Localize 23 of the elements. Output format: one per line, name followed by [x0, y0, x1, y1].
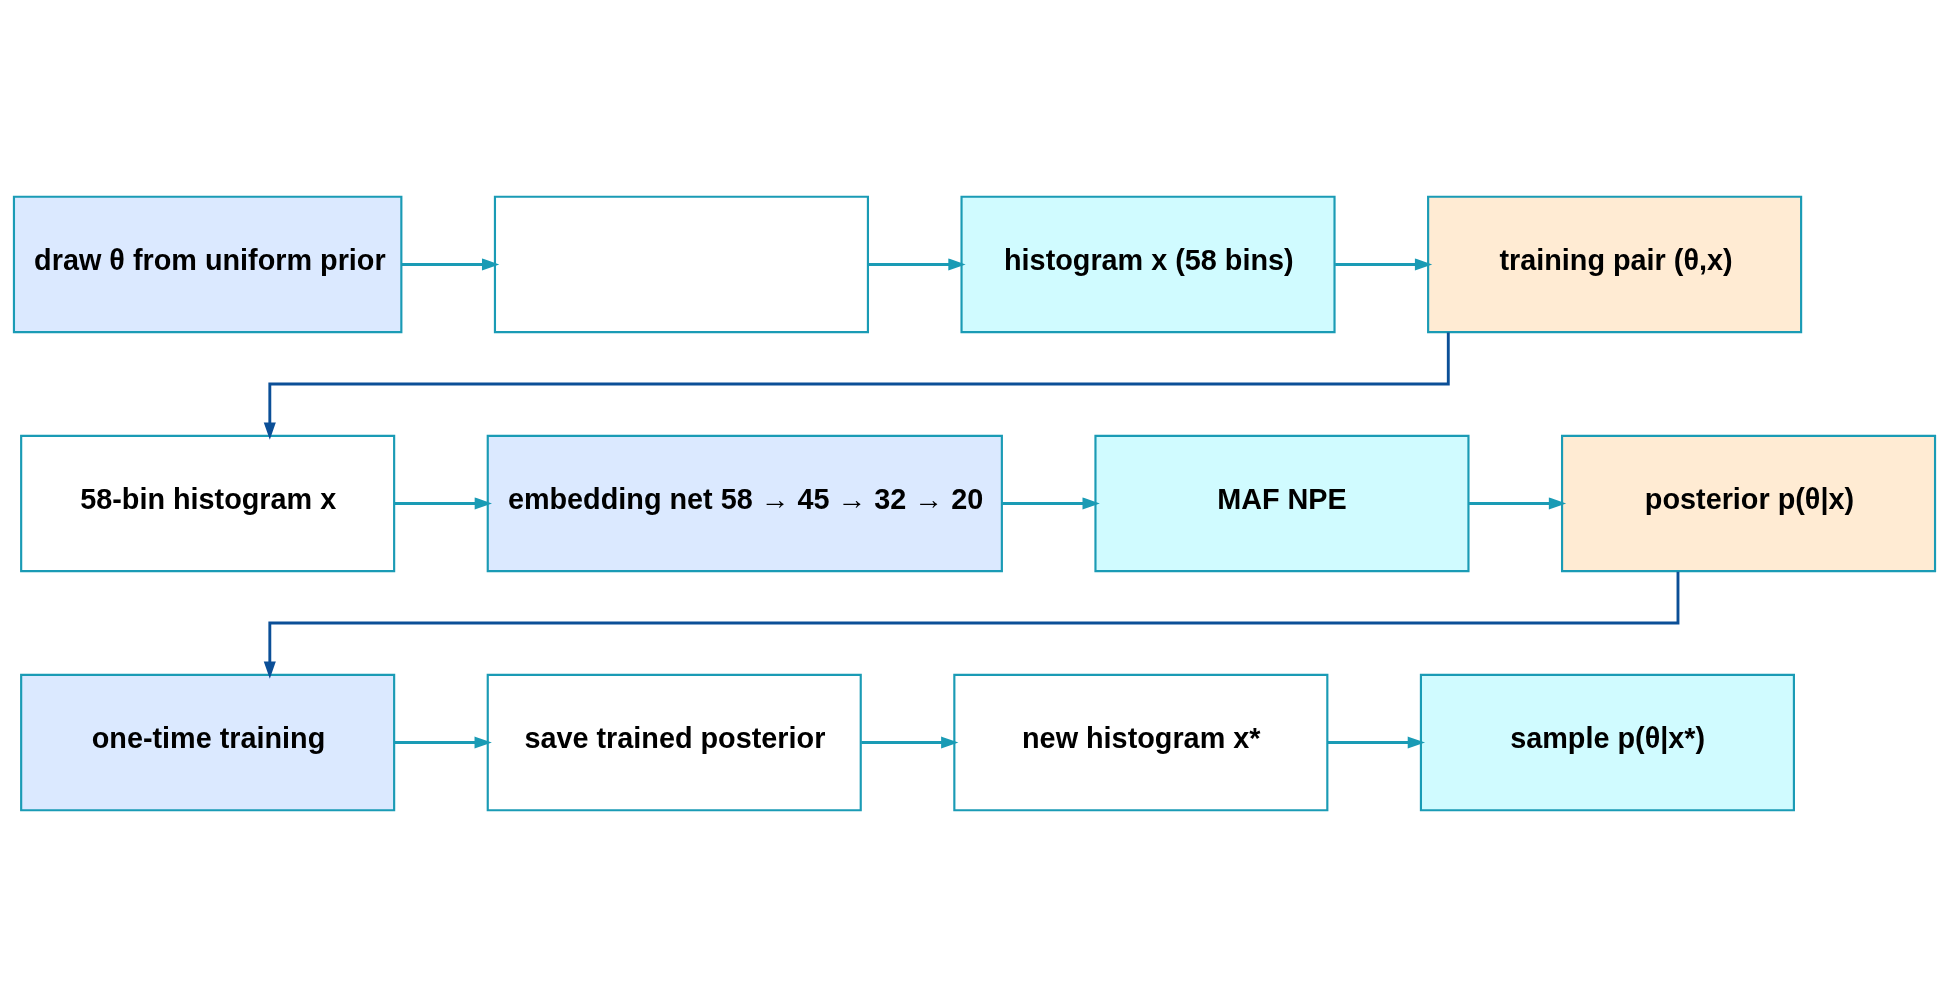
arrow — [394, 736, 492, 749]
arrow — [868, 257, 966, 270]
node-box: posterior p(θ|x) — [1561, 434, 1937, 572]
arrow — [1335, 257, 1433, 270]
node-box: 58-bin histogram x — [20, 434, 396, 572]
arrow — [1002, 496, 1100, 510]
arrow — [1469, 496, 1567, 510]
node-box: MAF NPE — [1094, 434, 1470, 572]
node-box: draw θ from uniform prior — [12, 195, 403, 333]
arrow — [394, 496, 492, 510]
node-box: one-time training — [20, 673, 396, 811]
node-box: histogram x (58 bins) — [960, 195, 1336, 333]
node-box: training pair (θ,x) — [1427, 195, 1803, 333]
arrow — [263, 571, 1680, 679]
arrow — [1327, 736, 1426, 749]
node-box: new histogram x* — [953, 673, 1329, 811]
node-box: embedding net 58 → 45 → 32 → 20 — [486, 434, 1003, 572]
node-box: save trained posterior — [486, 673, 862, 811]
arrow — [861, 736, 959, 749]
arrow — [263, 332, 1450, 440]
node-box — [493, 195, 869, 333]
arrow — [401, 257, 500, 270]
node-box: sample p(θ|x*) — [1419, 673, 1795, 811]
